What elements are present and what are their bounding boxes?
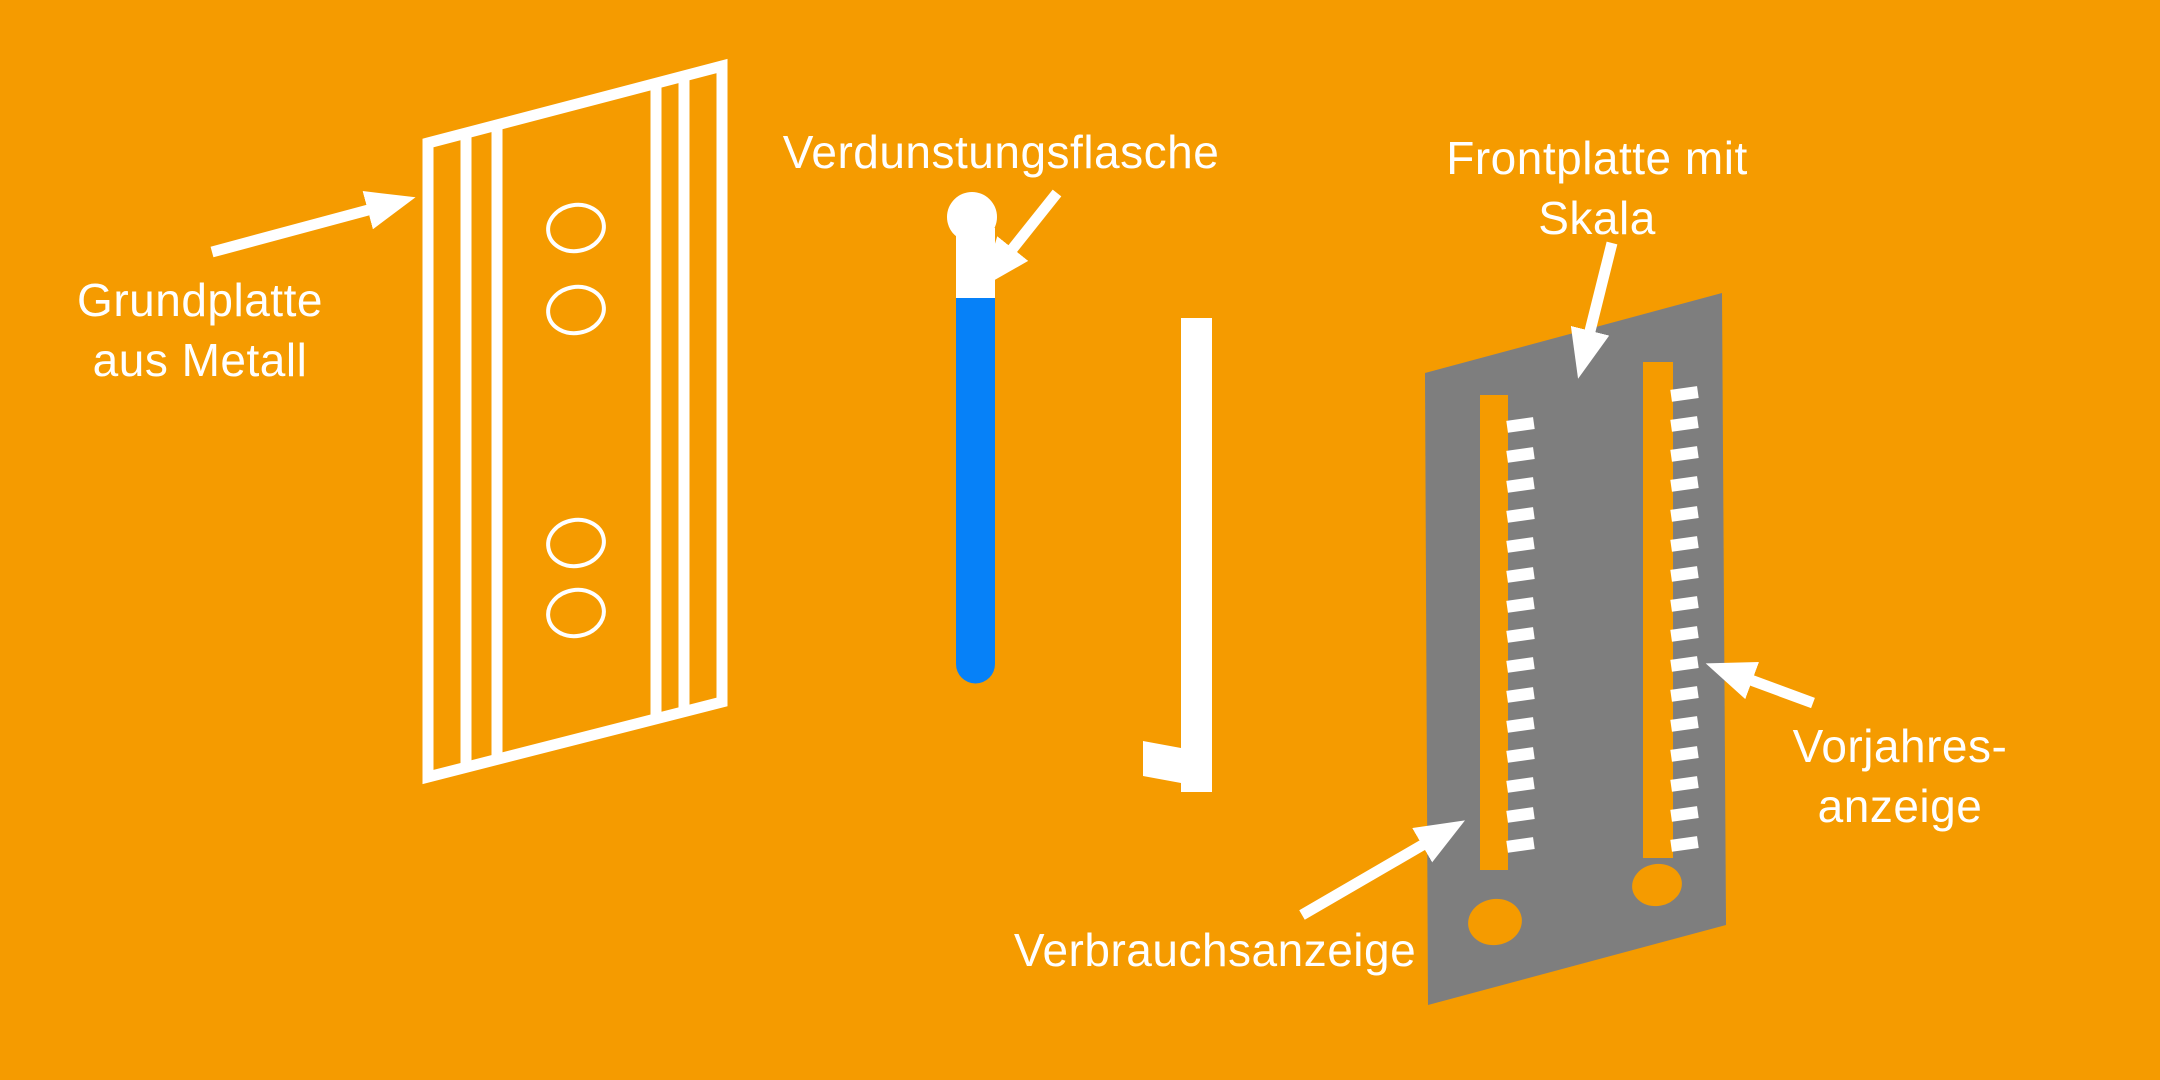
base-plate-hole — [546, 517, 606, 569]
scale-tick — [1506, 777, 1535, 793]
label-verbrauchsanzeige: Verbrauchsanzeige — [1014, 920, 1416, 980]
annotation-arrows — [210, 189, 1815, 920]
scale-tick — [1506, 717, 1535, 733]
consumption-slot — [1480, 395, 1508, 870]
scale-tick — [1670, 476, 1699, 492]
label-verbrauchsanzeige-line1: Verbrauchsanzeige — [1013, 924, 1417, 976]
scale-tick — [1670, 776, 1699, 792]
bottle-neck — [956, 228, 995, 303]
scale-tick — [1670, 566, 1699, 582]
label-vorjahres-line2: anzeige — [1817, 780, 1983, 832]
scale-tick — [1506, 627, 1535, 643]
scale-tick — [1506, 537, 1535, 553]
holder-bar — [1181, 318, 1212, 792]
scale-tick — [1670, 806, 1699, 822]
base-plate-metal — [422, 58, 728, 785]
front-plate-hole — [1632, 863, 1682, 907]
scale-tick — [1670, 626, 1699, 642]
base-plate-hole — [546, 202, 606, 254]
label-verdunstungsflasche: Verdunstungsflasche — [783, 122, 1220, 182]
scale-tick — [1506, 747, 1535, 763]
base-plate-outline — [422, 58, 728, 785]
scale-ticks-consumption — [1506, 417, 1535, 853]
scale-tick — [1670, 536, 1699, 552]
scale-tick — [1506, 477, 1535, 493]
previous-year-slot — [1643, 362, 1673, 858]
scale-tick — [1506, 447, 1535, 463]
scale-tick — [1670, 656, 1699, 672]
scale-tick — [1506, 507, 1535, 523]
scale-tick — [1506, 687, 1535, 703]
arrow-frontplatte-icon — [1570, 241, 1618, 379]
scale-tick — [1670, 596, 1699, 612]
bottle-holder-bar — [1143, 318, 1212, 792]
scale-tick — [1506, 597, 1535, 613]
arrow-vorjahres-icon — [1705, 661, 1815, 709]
scale-tick — [1670, 506, 1699, 522]
label-frontplatte-line1: Frontplatte mit — [1446, 132, 1748, 184]
front-plate-hole — [1468, 898, 1522, 946]
label-vorjahres: Vorjahres- anzeige — [1793, 716, 2008, 836]
evaporation-bottle — [947, 192, 997, 684]
scale-tick — [1506, 657, 1535, 673]
base-plate-hole — [546, 587, 606, 639]
base-plate-hole — [546, 284, 606, 336]
label-grundplatte: Grundplatte aus Metall — [77, 270, 323, 390]
scale-tick — [1670, 386, 1699, 402]
label-grundplatte-line2: aus Metall — [92, 334, 308, 386]
scale-tick — [1506, 807, 1535, 823]
scale-tick — [1506, 417, 1535, 433]
scale-tick — [1506, 567, 1535, 583]
scale-tick — [1670, 416, 1699, 432]
scale-tick — [1506, 837, 1535, 853]
scale-tick — [1670, 746, 1699, 762]
arrow-grundplatte-icon — [210, 191, 416, 258]
bottle-liquid — [956, 298, 995, 684]
front-plate-with-scale — [1425, 293, 1726, 1005]
scale-ticks-previous-year — [1670, 386, 1699, 852]
label-vorjahres-line1: Vorjahres- — [1792, 720, 2008, 772]
label-frontplatte-line2: Skala — [1538, 192, 1656, 244]
scale-tick — [1670, 446, 1699, 462]
arrow-verdunstungsflasche-icon — [981, 189, 1062, 288]
label-frontplatte: Frontplatte mit Skala — [1446, 128, 1748, 248]
label-grundplatte-line1: Grundplatte — [77, 274, 323, 326]
scale-tick — [1670, 716, 1699, 732]
arrow-verbrauchsanzeige-icon — [1299, 820, 1466, 920]
scale-tick — [1670, 836, 1699, 852]
scale-tick — [1670, 686, 1699, 702]
label-verdunstungsflasche-line1: Verdunstungsflasche — [782, 126, 1220, 178]
holder-foot — [1143, 741, 1181, 783]
